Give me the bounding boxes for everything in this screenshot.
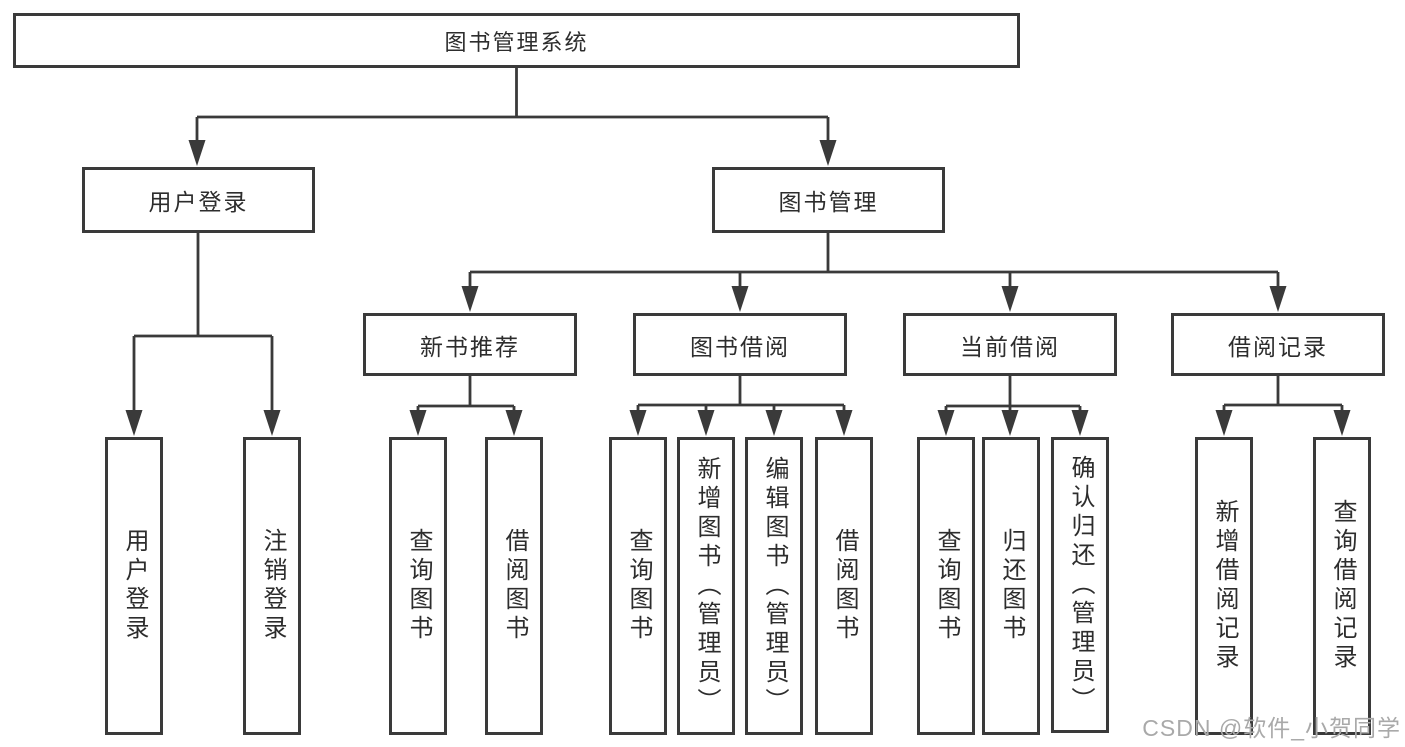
node-borrow-books-recommend: 借阅图书 bbox=[485, 437, 543, 735]
connector-root-to-l2 bbox=[188, 68, 837, 166]
node-edit-book-admin: 编辑图书（管理员） bbox=[745, 437, 803, 735]
node-query-books-current: 查询图书 bbox=[917, 437, 975, 735]
node-book-management: 图书管理 bbox=[712, 167, 945, 233]
node-return-books: 归还图书 bbox=[982, 437, 1040, 735]
node-query-books-recommend: 查询图书 bbox=[389, 437, 447, 735]
connector-book-management-branch bbox=[461, 233, 1287, 312]
node-query-borrow-record: 查询借阅记录 bbox=[1313, 437, 1371, 735]
node-add-borrow-record: 新增借阅记录 bbox=[1195, 437, 1253, 735]
connector-borrow-records-branch bbox=[1215, 376, 1351, 436]
csdn-watermark: CSDN @软件_小贺同学 bbox=[1142, 715, 1401, 741]
node-user-login-leaf: 用户登录 bbox=[105, 437, 163, 735]
connector-current-borrow-branch bbox=[937, 376, 1089, 436]
node-book-borrow: 图书借阅 bbox=[633, 313, 847, 376]
node-borrow-records: 借阅记录 bbox=[1171, 313, 1385, 376]
node-borrow-books-leaf: 借阅图书 bbox=[815, 437, 873, 735]
connector-new-book-branch bbox=[409, 376, 523, 436]
node-add-book-admin: 新增图书（管理员） bbox=[677, 437, 735, 735]
node-current-borrow: 当前借阅 bbox=[903, 313, 1117, 376]
node-confirm-return-admin: 确认归还（管理员） bbox=[1051, 437, 1109, 733]
node-library-management-system: 图书管理系统 bbox=[13, 13, 1020, 68]
node-user-login: 用户登录 bbox=[82, 167, 315, 233]
node-logout-leaf: 注销登录 bbox=[243, 437, 301, 735]
node-new-book-recommend: 新书推荐 bbox=[363, 313, 577, 376]
node-query-books-borrow: 查询图书 bbox=[609, 437, 667, 735]
connector-user-login-branch bbox=[125, 233, 281, 436]
connector-book-borrow-branch bbox=[629, 376, 853, 436]
